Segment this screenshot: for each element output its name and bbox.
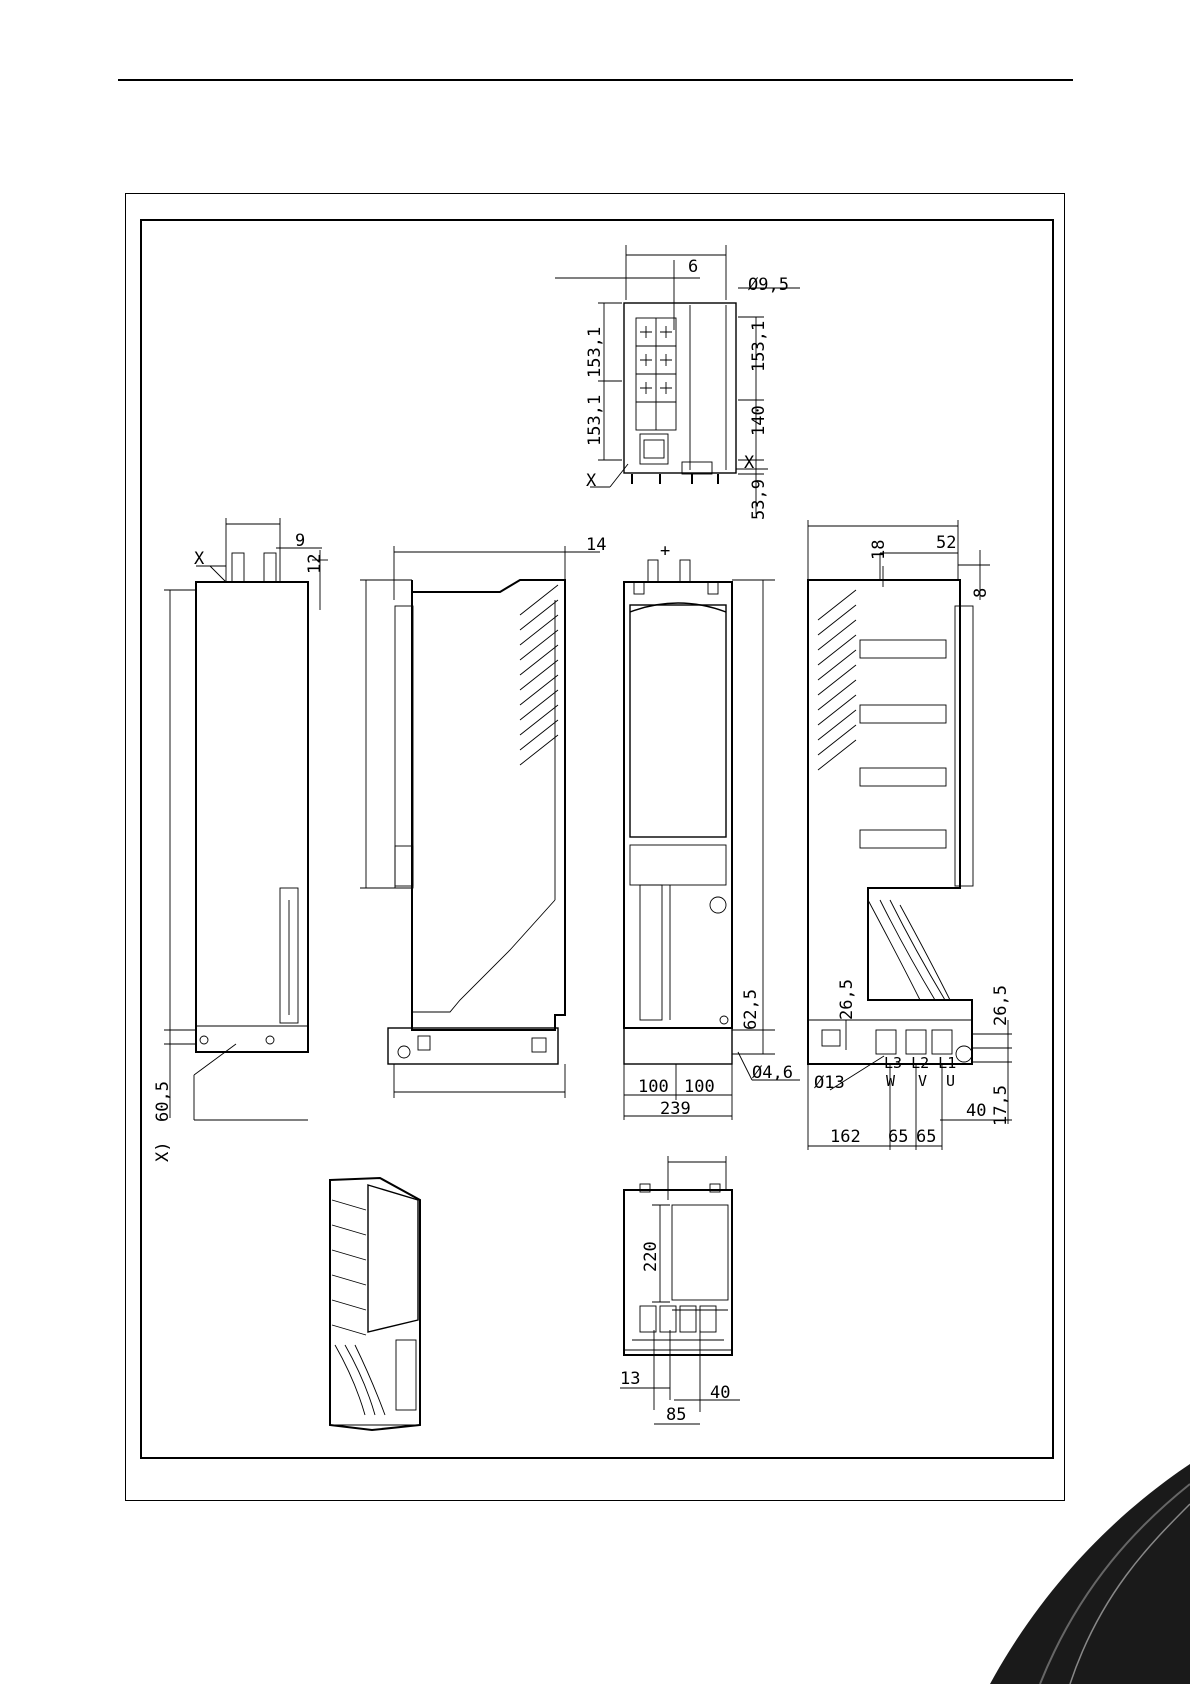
terminal-v-label: V bbox=[918, 1072, 927, 1090]
right-top-small-label: 8 bbox=[971, 588, 991, 598]
top-right-lower-label: 140 bbox=[749, 405, 769, 436]
right-17-label: 17,5 bbox=[991, 1085, 1011, 1126]
isometric-view bbox=[330, 1178, 420, 1430]
front-bottom-left-label: 100 bbox=[638, 1077, 669, 1097]
top-hole-dia-label: Ø9,5 bbox=[748, 275, 789, 295]
right-40-label: 40 bbox=[966, 1101, 986, 1121]
right-hole-dia-label: Ø13 bbox=[814, 1073, 845, 1093]
top-mark-right: X bbox=[744, 453, 755, 473]
right-left-cable-label: 26,5 bbox=[837, 979, 857, 1020]
terminal-codes-label: L3 L2 L1 bbox=[884, 1054, 956, 1072]
left-top-small-label: 12 bbox=[305, 554, 325, 574]
right-top-right-label: 52 bbox=[936, 533, 956, 553]
side-top-right-label: 14 bbox=[586, 535, 606, 555]
left-bottom-label: 60,5 bbox=[153, 1081, 173, 1122]
top-view: 6 Ø9,5 153,1 153,1 153,1 140 53,9 X X bbox=[555, 245, 800, 520]
right-65b-label: 65 bbox=[916, 1127, 936, 1147]
left-mark-x: X bbox=[194, 549, 205, 569]
brand-swoosh-graphic bbox=[930, 1464, 1190, 1684]
top-right-bottom-label: 53,9 bbox=[749, 479, 769, 520]
right-162-label: 162 bbox=[830, 1127, 861, 1147]
terminal-w-label: W bbox=[886, 1072, 896, 1090]
left-side-view: X 9 12 60,5 X) bbox=[153, 518, 328, 1162]
right-right-cable-label: 26,5 bbox=[991, 985, 1011, 1026]
front-hole-dia-label: Ø4,6 bbox=[752, 1063, 793, 1083]
side-view: 14 bbox=[360, 535, 606, 1098]
terminal-u-label: U bbox=[946, 1072, 955, 1090]
top-left-upper-label: 153,1 bbox=[585, 327, 605, 378]
left-footnote: X) bbox=[153, 1142, 173, 1162]
right-view: 18 52 8 26,5 26,5 Ø13 W V U L3 L2 L1 40 … bbox=[808, 520, 1012, 1150]
bottom-13-label: 13 bbox=[620, 1369, 640, 1389]
top-offset-label: 6 bbox=[688, 257, 698, 277]
bottom-40-label: 40 bbox=[710, 1383, 730, 1403]
front-right-lower-label: 62,5 bbox=[741, 989, 761, 1030]
front-view: + 62,5 Ø4,6 100 100 239 bbox=[624, 541, 800, 1120]
bottom-85-label: 85 bbox=[666, 1405, 686, 1425]
front-bottom-right-label: 100 bbox=[684, 1077, 715, 1097]
right-top-left-label: 18 bbox=[869, 540, 889, 560]
bottom-height-label: 220 bbox=[641, 1241, 661, 1272]
bottom-view: 220 13 40 85 bbox=[620, 1156, 740, 1425]
top-mark-left: X bbox=[586, 471, 597, 491]
front-plus: + bbox=[660, 541, 670, 561]
front-width-label: 239 bbox=[660, 1099, 691, 1119]
top-left-lower-label: 153,1 bbox=[585, 395, 605, 446]
right-65a-label: 65 bbox=[888, 1127, 908, 1147]
left-top-right-label: 9 bbox=[295, 531, 305, 551]
top-right-upper-label: 153,1 bbox=[749, 321, 769, 372]
